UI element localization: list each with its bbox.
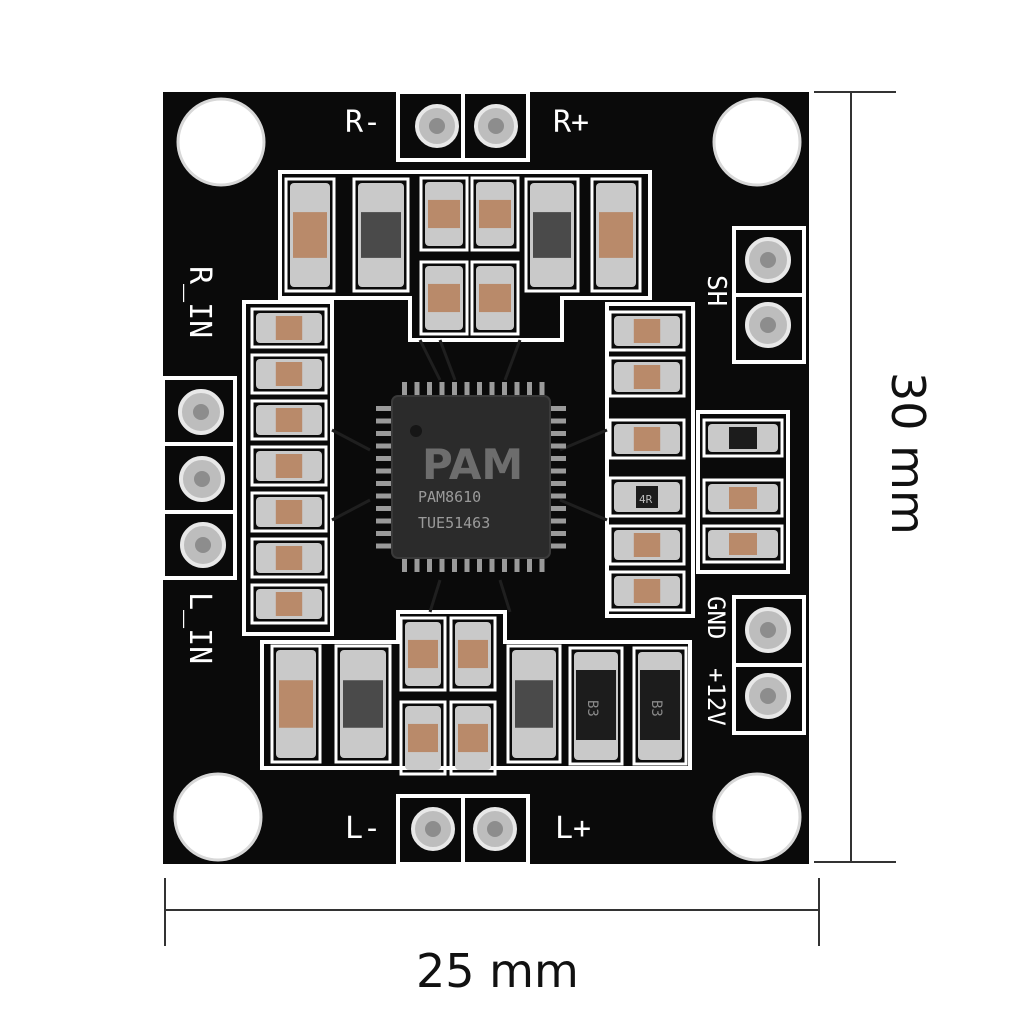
mounting-holes <box>173 97 802 862</box>
resistor <box>702 418 784 458</box>
resistor <box>250 445 328 487</box>
chip-pin1-dot <box>410 425 422 437</box>
mounting-hole-bottom-right <box>712 772 802 862</box>
resistor <box>702 478 784 518</box>
capacitor <box>399 616 447 692</box>
resistor <box>608 524 686 566</box>
mounting-hole-top-right <box>712 97 802 187</box>
resistor <box>608 418 686 460</box>
capacitor <box>470 260 520 336</box>
chip-part-number: PAM8610 <box>418 488 481 506</box>
capacitor <box>419 176 469 252</box>
capacitor <box>270 644 322 764</box>
capacitor <box>470 176 520 252</box>
label-r-in: R_IN <box>182 266 217 338</box>
smd-components: B3 B3 4R <box>250 176 784 776</box>
resistor <box>250 353 328 395</box>
label-l-minus: L- <box>345 811 381 846</box>
header-pins <box>178 104 791 851</box>
capacitor <box>449 616 497 692</box>
capacitor <box>419 260 469 336</box>
silkscreen-outlines <box>161 90 806 866</box>
capacitor <box>334 644 392 764</box>
capacitor <box>284 177 336 293</box>
capacitor <box>352 177 410 293</box>
mounting-hole-bottom-left <box>173 772 263 862</box>
label-l-in: L_IN <box>182 592 217 664</box>
label-l-plus: L+ <box>555 811 591 846</box>
label-r-minus: R- <box>345 105 381 140</box>
dimension-width <box>164 878 820 946</box>
label-12v: +12V <box>702 668 730 726</box>
capacitor <box>399 700 447 776</box>
mounting-hole-top-left <box>176 97 266 187</box>
resistor <box>250 399 328 441</box>
label-gnd: GND <box>702 596 730 639</box>
resistor-marking: 4R <box>639 493 653 506</box>
label-r-plus: R+ <box>553 105 589 140</box>
resistor <box>702 524 784 564</box>
pam8610-chip: PAM PAM8610 TUE51463 <box>376 382 566 572</box>
dimension-height <box>814 91 896 863</box>
resistor-4r: 4R <box>608 476 686 518</box>
capacitor <box>506 644 562 764</box>
resistor <box>608 356 686 398</box>
diode-marking: B3 <box>648 700 664 717</box>
resistor <box>250 537 328 579</box>
resistor <box>250 583 328 625</box>
chip-body <box>391 395 551 559</box>
diode-marking: B3 <box>584 700 600 717</box>
resistor <box>250 491 328 533</box>
diode: B3 <box>568 646 624 766</box>
resistor <box>250 307 328 349</box>
dimension-height-label: 30 mm <box>881 372 935 535</box>
chip-logo: PAM <box>422 440 523 489</box>
resistor <box>608 570 686 612</box>
resistor <box>608 310 686 352</box>
chip-traces <box>331 339 608 613</box>
capacitor <box>524 177 580 293</box>
capacitor <box>449 700 497 776</box>
diode: B3 <box>632 646 688 766</box>
label-sh: SH <box>701 275 731 306</box>
chip-batch-code: TUE51463 <box>418 514 490 532</box>
dimension-width-label: 25 mm <box>416 944 579 998</box>
capacitor <box>590 177 642 293</box>
